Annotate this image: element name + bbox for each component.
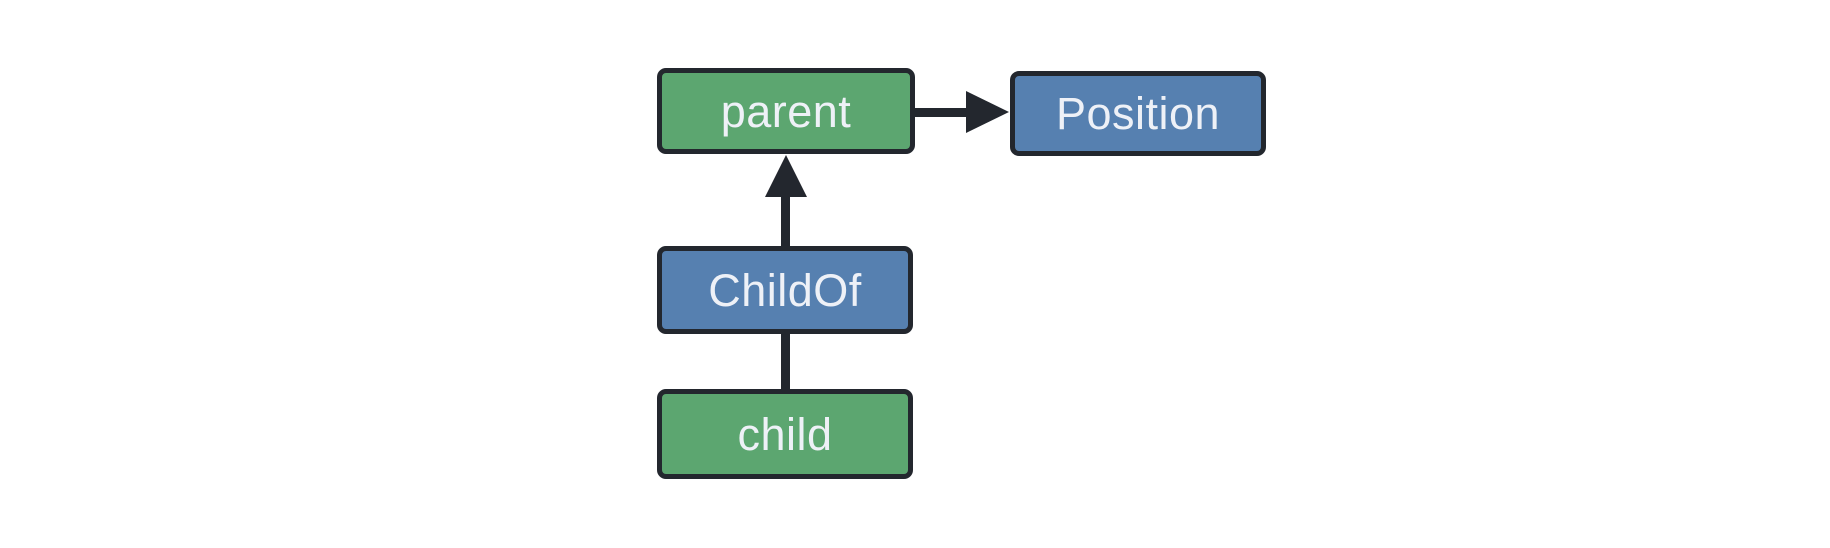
arrow-parent-to-position-shaft [912,108,970,117]
node-child-label: child [737,408,833,460]
node-child: child [657,389,913,479]
node-position-label: Position [1055,88,1221,139]
arrow-parent-to-position-head-icon [966,91,1009,133]
node-position: Position [1010,71,1266,156]
node-childof: ChildOf [657,246,913,334]
arrow-childof-to-parent-shaft [781,194,790,250]
arrow-childof-to-parent-head-icon [765,155,807,197]
node-childof-label: ChildOf [708,264,862,316]
connector-child-to-childof [781,330,790,392]
node-parent: parent [657,68,915,154]
node-parent-label: parent [720,85,852,137]
